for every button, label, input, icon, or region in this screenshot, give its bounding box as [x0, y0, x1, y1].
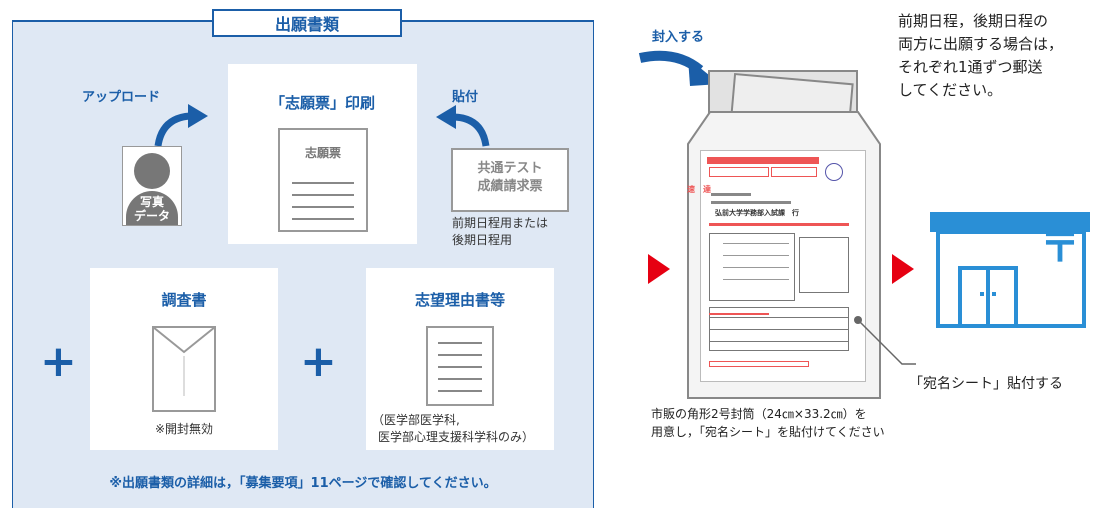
instruction-line2: 両方に出願する場合は，: [898, 35, 1064, 53]
person-head-icon: [134, 153, 170, 189]
sheet-heading: 速 達: [687, 185, 711, 194]
sheet-addressee: 弘前大学学務部入試課 行: [715, 209, 799, 217]
application-form-title: 「志願票」印刷: [269, 94, 375, 112]
photo-label-line2: データ: [133, 209, 170, 223]
person-body-icon: [126, 191, 178, 225]
statement-title: 志望理由書等: [414, 291, 505, 309]
statement-paper: [426, 326, 494, 406]
upload-arrow-icon: [154, 104, 208, 147]
score-slip-line2: 成績請求票: [477, 179, 543, 194]
instruction-line3: それぞれ1通ずつ郵送: [898, 58, 1043, 76]
photo-label-line1: 写真: [139, 195, 164, 209]
school-report-title: 調査書: [161, 291, 207, 309]
documents-title: 出願書類: [212, 9, 402, 37]
score-slip-note-line2: 後期日程用: [452, 233, 513, 247]
score-slip-note: 前期日程用または 後期日程用: [452, 215, 548, 249]
callout-leader-line: [854, 316, 916, 365]
sheet-header-bar: [707, 157, 819, 164]
envelope-note-line2: 用意し，「宛名シート」を貼付けてください: [651, 425, 885, 439]
address-sheet: 弘前大学学務部入試課 行: [700, 150, 866, 382]
application-form-label: 志願票: [304, 146, 341, 160]
plus-icon: +: [300, 336, 337, 387]
score-slip-line1: 共通テスト: [477, 161, 543, 176]
instruction-line1: 前期日程，後期日程の: [898, 12, 1049, 30]
red-arrow-icon: [648, 254, 670, 284]
score-request-slip: 共通テスト 成績請求票: [451, 148, 569, 212]
application-form-paper: 志願票: [278, 128, 368, 232]
photo-data-card: 写真 データ: [122, 146, 182, 226]
red-arrow-icon: [892, 254, 914, 284]
stamp-circle: [825, 163, 843, 181]
paste-arrow-icon: [436, 105, 490, 147]
envelope-note: 市販の角形2号封筒（24㎝×33.2㎝）を 用意し，「宛名シート」を貼付けてくだ…: [651, 405, 885, 441]
post-mark-icon: 〒: [1040, 225, 1080, 271]
sheet-callout-label: 「宛名シート」貼付する: [909, 376, 1063, 392]
mailing-instruction: 前期日程，後期日程の 両方に出願する場合は， それぞれ1通ずつ郵送 してください…: [898, 10, 1063, 102]
sealed-envelope-icon: [152, 326, 216, 412]
statement-note-line2: 医学部心理支援科学科のみ）: [378, 430, 535, 444]
school-report-note: ※開封無効: [154, 422, 214, 436]
envelope-note-line1: 市販の角形2号封筒（24㎝×33.2㎝）を: [651, 407, 867, 421]
statement-note-line1: （医学部医学科,: [372, 413, 460, 427]
enclose-label: 封入する: [652, 30, 705, 45]
plus-icon: +: [40, 336, 77, 387]
instruction-line4: してください。: [898, 81, 1003, 99]
paste-label: 貼付: [452, 90, 479, 105]
post-office-icon: [930, 212, 1090, 328]
documents-footer-note: ※出願書類の詳細は，「募集要項」11ページで確認してください。: [109, 476, 497, 491]
statement-note: （医学部医学科, 医学部心理支援科学科のみ）: [372, 412, 554, 446]
score-slip-note-line1: 前期日程用または: [452, 216, 549, 230]
upload-label: アップロード: [82, 90, 161, 105]
